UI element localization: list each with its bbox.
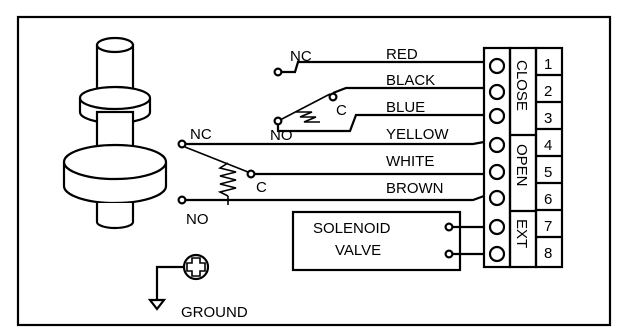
- upper-nc-label: NC: [290, 48, 312, 65]
- lower-nc-contact: [177, 139, 187, 149]
- ground-label: GROUND: [181, 304, 248, 321]
- diagram-border: [16, 15, 612, 327]
- wire-label-red: RED: [386, 46, 418, 63]
- wire-labels: RED BLACK BLUE YELLOW WHITE BROWN: [386, 46, 449, 197]
- solenoid-line1: SOLENOID: [313, 220, 391, 237]
- terminal-number: 1: [544, 56, 552, 73]
- wire-label-brown: BROWN: [386, 180, 444, 197]
- terminal-number: 5: [544, 164, 552, 181]
- terminal-number: 7: [544, 218, 552, 235]
- upper-no-label: NO: [270, 127, 293, 144]
- limit-switch-shaft-icon: [62, 36, 168, 230]
- terminal-number: 4: [544, 137, 552, 154]
- group-label-open: OPEN: [513, 144, 530, 187]
- upper-nc-contact: [273, 67, 283, 77]
- ground-screw-icon: [182, 253, 210, 281]
- terminal-block: CLOSE OPEN EXT 1 2 3 4 5 6 7 8: [482, 46, 564, 269]
- solenoid-valve: SOLENOID VALVE: [291, 210, 484, 272]
- terminal-screw: [488, 163, 506, 181]
- terminal-number: 8: [544, 245, 552, 262]
- wire-label-yellow: YELLOW: [386, 126, 449, 143]
- group-label-ext: EXT: [513, 219, 530, 248]
- terminal-screw: [488, 218, 506, 236]
- terminal-number: 2: [544, 83, 552, 100]
- upper-c-contact: [328, 92, 338, 102]
- solenoid-line2: VALVE: [335, 242, 381, 259]
- wire-label-black: BLACK: [386, 72, 435, 89]
- upper-c-label: C: [336, 102, 347, 119]
- ground-symbol-icon: [147, 265, 183, 311]
- terminal-screw: [488, 189, 506, 207]
- close-limit-switch: NC NO C: [270, 48, 484, 144]
- lower-c-contact: [246, 169, 256, 179]
- group-label-close: CLOSE: [513, 60, 530, 111]
- upper-no-contact: [273, 116, 283, 126]
- lower-c-label: C: [256, 179, 267, 196]
- terminal-number: 6: [544, 191, 552, 208]
- terminal-screw: [488, 57, 506, 75]
- terminal-screw: [488, 107, 506, 125]
- lower-no-label: NO: [186, 211, 209, 228]
- terminal-screw: [488, 136, 506, 154]
- terminal-number: 3: [544, 110, 552, 127]
- lower-nc-label: NC: [190, 126, 212, 143]
- wire-label-white: WHITE: [386, 153, 434, 170]
- wire-label-blue: BLUE: [386, 99, 425, 116]
- terminal-screw: [488, 245, 506, 263]
- lower-no-contact: [177, 195, 187, 205]
- terminal-screw: [488, 83, 506, 101]
- open-limit-switch: NC C NO: [177, 126, 485, 228]
